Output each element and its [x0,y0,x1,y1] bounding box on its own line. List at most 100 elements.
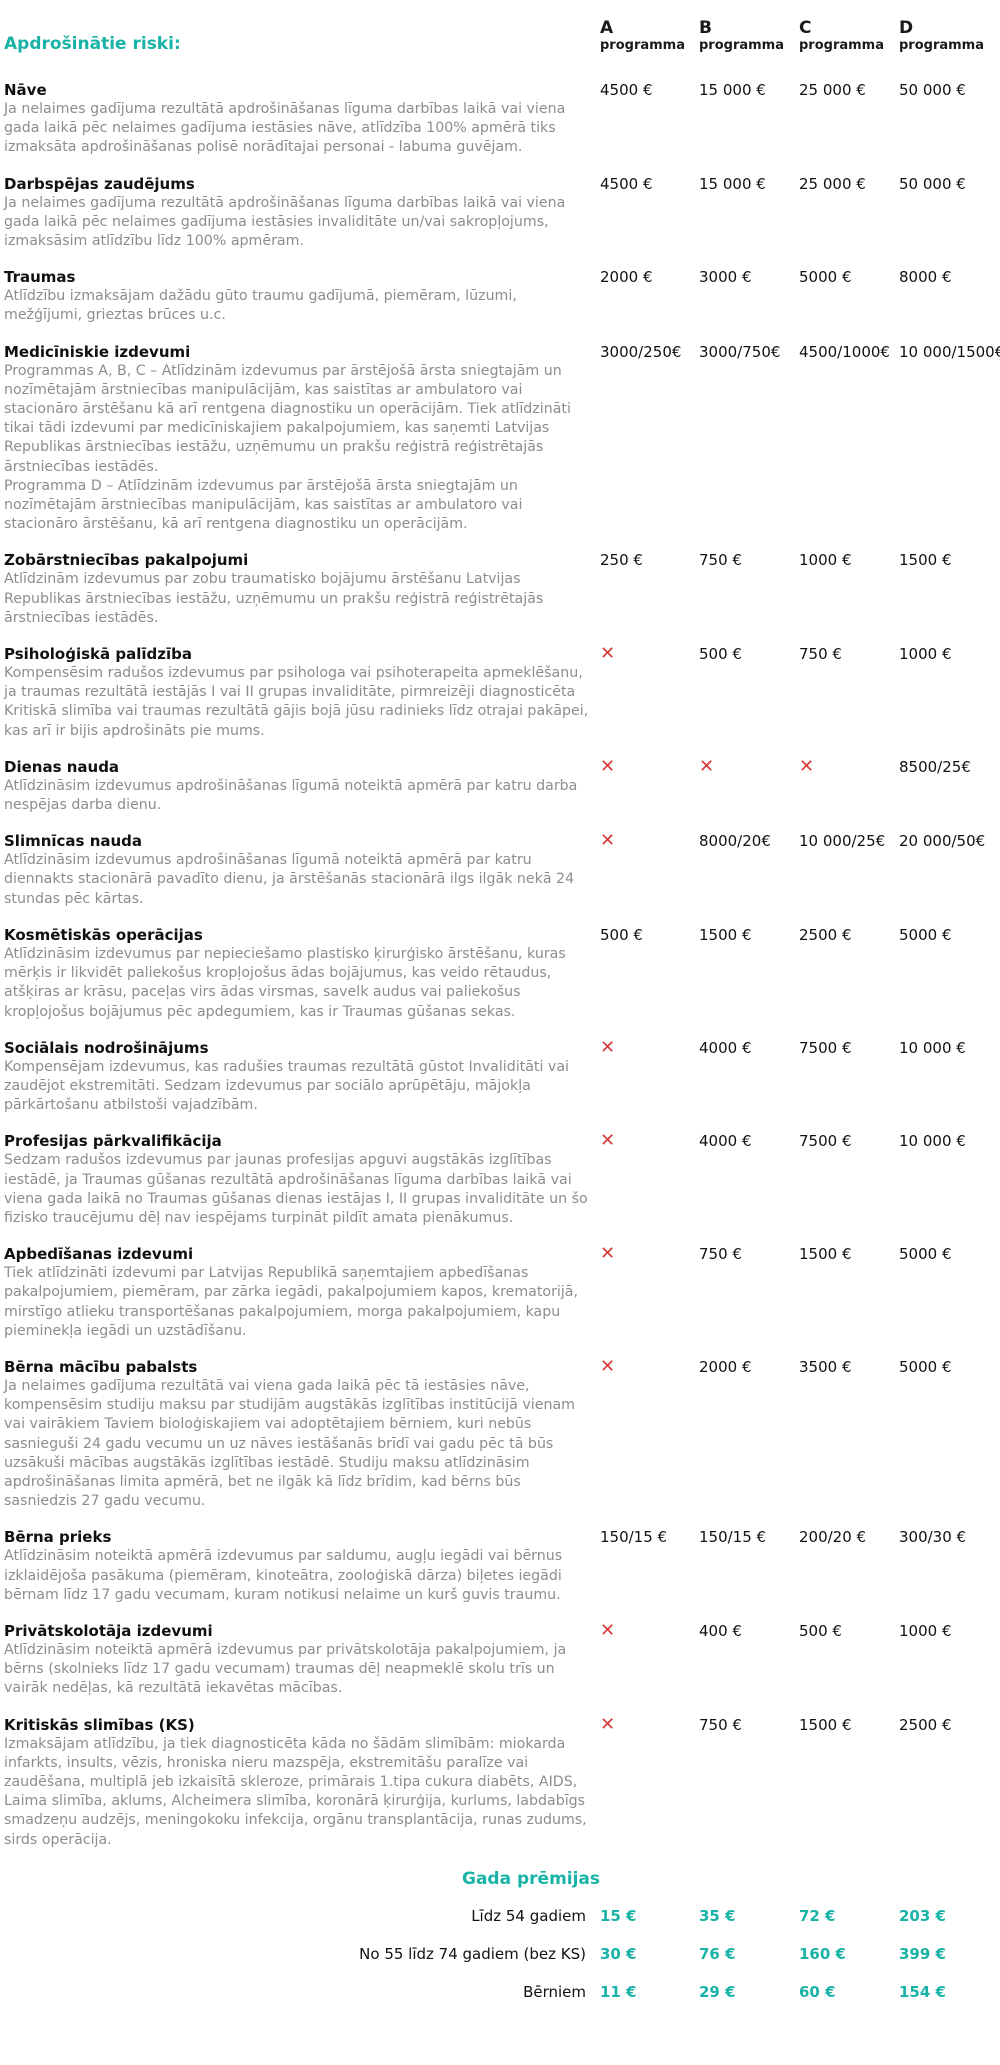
coverage-value: 1500 € [899,551,952,570]
premium-value: 30 € [600,1944,637,1963]
coverage-value: 50 000 € [899,174,966,193]
risk-name: Psiholoģiskā palīdzība [4,645,192,664]
risk-description: Atlīdzību izmaksājam dažādu gūto traumu … [4,288,517,324]
coverage-value: 15 000 € [699,174,766,193]
section-title: Apdrošinātie riski: [4,34,181,54]
coverage-value: 5000 € [899,1245,952,1264]
risk-name: Slimnīcas nauda [4,832,143,851]
coverage-value: 750 € [699,1715,742,1734]
not-covered-icon: ✕ [600,1355,616,1377]
coverage-value: 150/15 € [699,1528,767,1547]
coverage-value: 3000/750€ [699,342,781,361]
risk-name: Medicīniskie izdevumi [4,342,191,361]
premium-row: No 55 līdz 74 gadiem (bez KS)30 €76 €160… [0,1944,1000,1982]
risk-name: Profesijas pārkvalifikācija [4,1132,222,1151]
risk-rows: Nāve Ja nelaimes gadījuma rezultātā apdro… [0,80,1000,1850]
risk-name: Darbspējas zaudējums [4,174,195,193]
coverage-value: 300/30 € [899,1528,967,1547]
premium-value: 154 € [899,1982,946,2001]
premium-value: 11 € [600,1982,637,2001]
not-covered-icon: ✕ [799,755,815,777]
coverage-value: 4000 € [699,1038,752,1057]
risk-description: Atlīdzināsim izdevumus apdrošināšanas lī… [4,777,578,814]
coverage-value: 10 000 € [899,1038,966,1057]
coverage-value: 25 000 € [799,174,866,193]
coverage-value: 400 € [699,1621,742,1640]
coverage-value: 4500 € [600,81,653,99]
coverage-value: 7500 € [799,1132,852,1151]
coverage-value: 1000 € [899,1621,952,1640]
premium-value: 203 € [899,1906,946,1925]
coverage-value: 500 € [799,1621,842,1640]
coverage-value: 25 000 € [799,81,866,99]
premium-label: Bērniem [523,1982,586,2001]
coverage-value: 1000 € [799,551,852,570]
coverage-value: 10 000/1500€ [899,342,1000,361]
coverage-value: 2000 € [600,268,653,287]
coverage-value: 1500 € [799,1245,852,1264]
coverage-value: 7500 € [799,1038,852,1057]
risk-description: Sedzam radušos izdevumus par jaunas prof… [4,1152,588,1226]
not-covered-icon: ✕ [600,1713,616,1735]
coverage-value: 50 000 € [899,81,966,99]
premiums-title: Gada prēmijas [462,1868,601,1889]
risk-name: Nāve [4,81,47,99]
risk-description: Kompensēsim radušos izdevumus par psihol… [4,665,589,739]
coverage-value: 5000 € [899,925,952,944]
not-covered-icon: ✕ [699,755,715,777]
risk-description: Kompensējam izdevumus, kas radušies trau… [4,1058,569,1114]
risk-description: Atlīdzināsim izdevumus apdrošināšanas lī… [4,852,575,907]
risk-description: Izmaksājam atlīdzību, ja tiek diagnostic… [4,1735,587,1848]
coverage-value: 4500 € [600,174,653,193]
coverage-value: 750 € [699,551,742,570]
risk-name: Kosmētiskās operācijas [4,925,203,944]
premium-value: 15 € [600,1906,637,1925]
coverage-value: 250 € [600,551,643,570]
table-row: Kritiskās slimības (KS)Izmaksājam atlīdz… [0,1713,1000,1850]
risk-description: Atlīdzināsim noteiktā apmērā izdevumus p… [4,1548,563,1603]
coverage-value: 15 000 € [699,81,766,99]
coverage-value: 2500 € [799,925,852,944]
premium-value: 60 € [799,1982,836,2001]
premium-value: 72 € [799,1906,836,1925]
not-covered-icon: ✕ [600,643,616,665]
coverage-value: 8000 € [899,268,952,287]
risk-description: Ja nelaimes gadījuma rezultātā apdrošinā… [4,194,566,250]
premium-value: 160 € [799,1944,846,1963]
coverage-value: 3500 € [799,1357,852,1376]
risk-name: Privātskolotāja izdevumi [4,1621,213,1640]
coverage-value: 3000 € [699,268,752,287]
not-covered-icon: ✕ [600,1619,616,1641]
coverage-value: 150/15 € [600,1528,668,1547]
not-covered-icon: ✕ [600,1036,616,1058]
coverage-value: 2000 € [699,1357,752,1376]
coverage-value: 5000 € [899,1357,952,1376]
coverage-value: 4500/1000€ [799,342,890,361]
coverage-value: 750 € [799,645,842,664]
coverage-value: 3000/250€ [600,342,682,361]
premium-value: 35 € [699,1906,736,1925]
risk-description: Programmas A, B, C – Atlīdzinām izdevumu… [4,362,571,533]
risk-name: Zobārstniecības pakalpojumi [4,551,249,570]
coverage-value: 8000/20€ [699,832,771,851]
coverage-value: 500 € [699,645,742,664]
premium-label: No 55 līdz 74 gadiem (bez KS) [359,1944,586,1963]
